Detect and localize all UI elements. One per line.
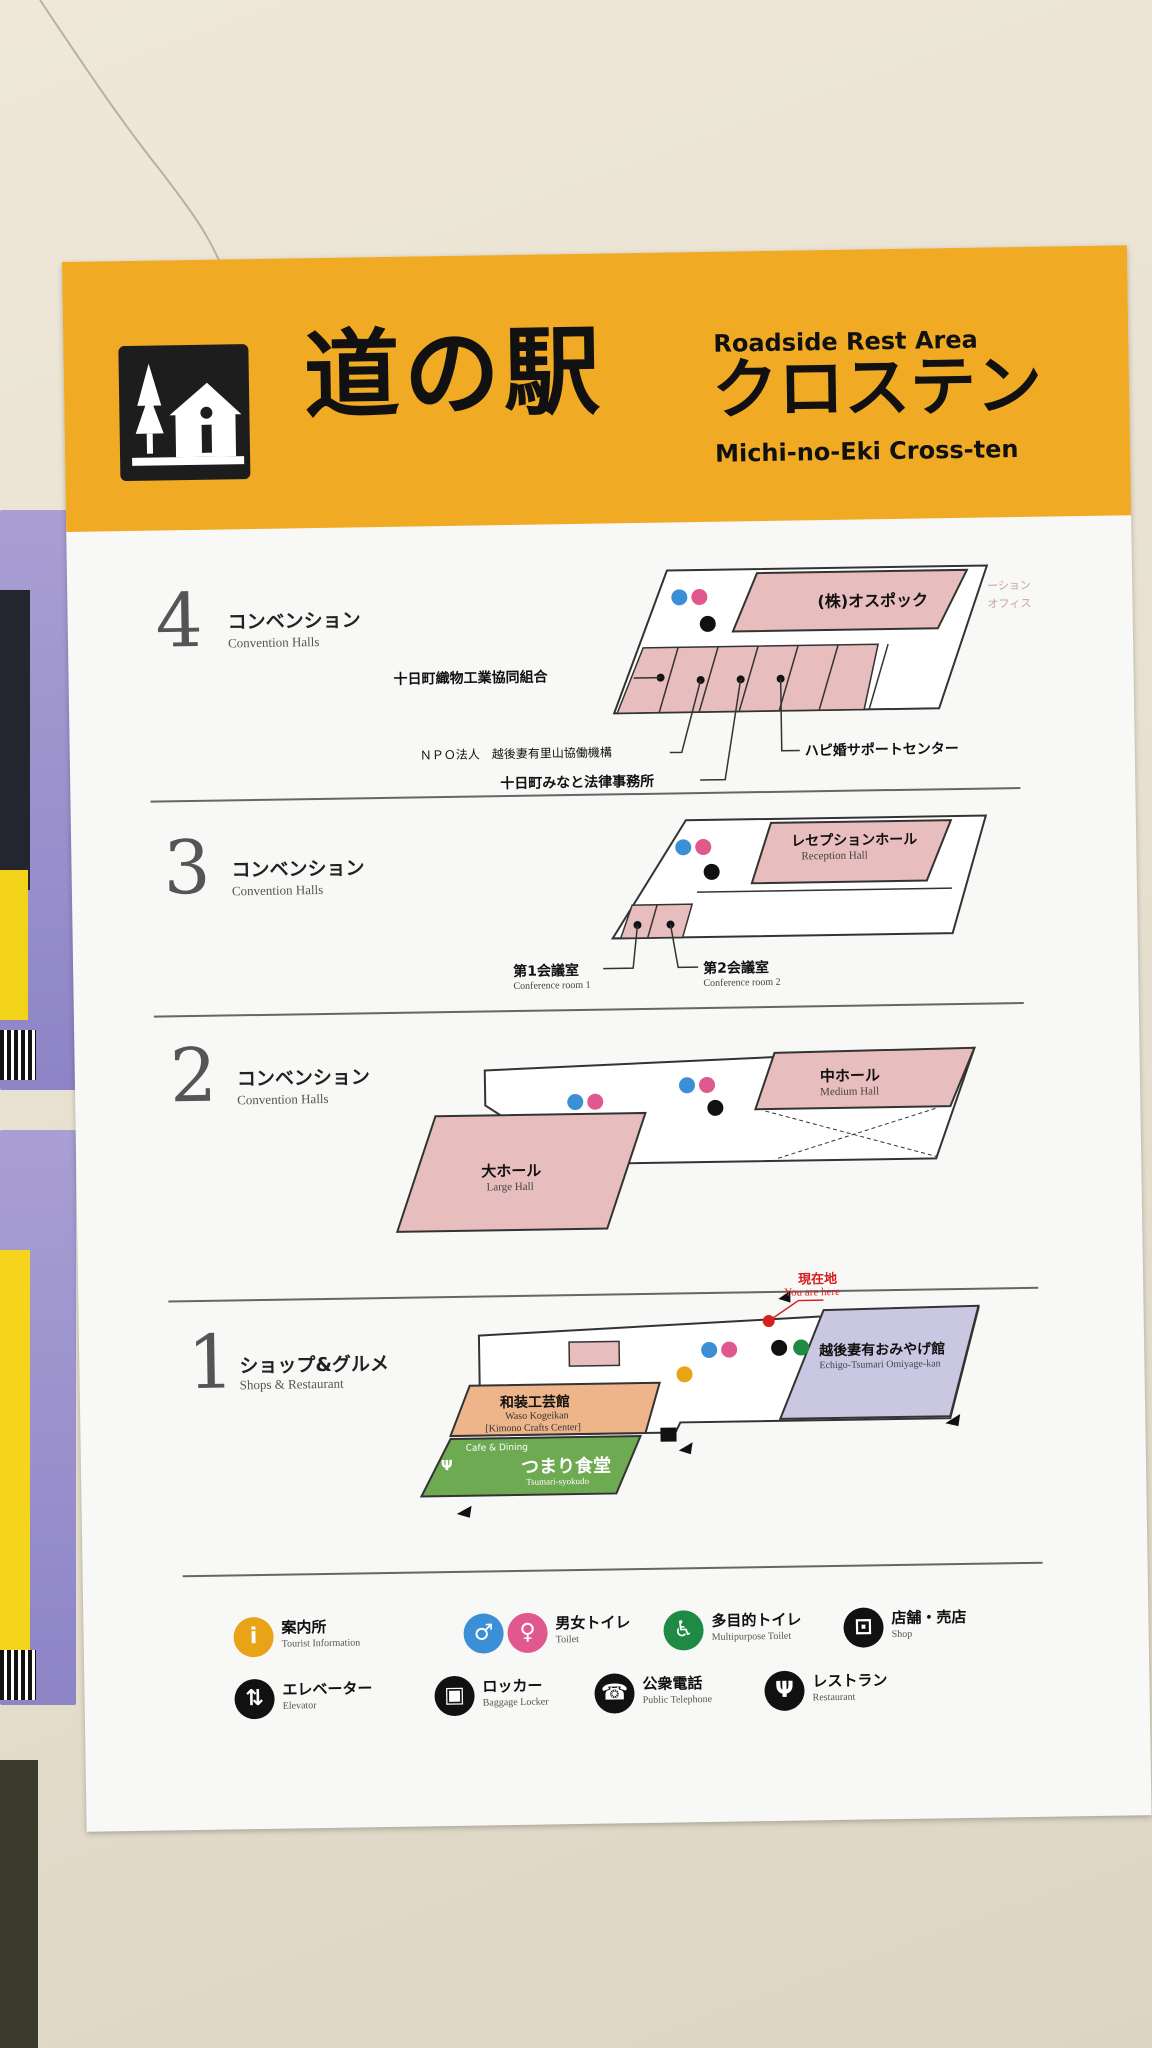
room-cafe-jp: つまり食堂 [520,1455,612,1478]
room-waso-jp: 和装工芸館 [499,1394,571,1412]
room-large-en: Large Hall [486,1180,534,1194]
legend-info-en: Tourist Information [281,1637,361,1650]
legend-restaurant-jp: レストラン [812,1671,888,1691]
floor-4-plan [612,564,989,781]
restaurant-icon: Ψ [440,1458,453,1475]
room-osupokku: (株)オスポック [817,590,929,612]
legend-shop-en: Shop [891,1628,913,1641]
legend-shop-jp: 店舗・売店 [891,1607,967,1628]
wall-crack [39,0,231,291]
room-medium-en: Medium Hall [820,1085,880,1099]
room-hapikon: ハピ婚サポートセンター [804,740,959,760]
legend-locker-en: Baggage Locker [482,1696,549,1709]
room-reception-en: Reception Hall [801,849,868,863]
legend-multi-jp: 多目的トイレ [711,1610,802,1630]
legend-phone-jp: 公衆電話 [642,1674,703,1694]
michi-no-eki-logo-icon [118,344,251,482]
poster-photo [0,590,30,890]
floor-1-plan [419,1290,980,1518]
room-office-faded: ーション オフィス [987,578,1032,611]
room-minato: 十日町みなと法律事務所 [500,773,655,793]
you-are-here-jp: 現在地 [797,1271,838,1288]
sign-header: 道の駅 Roadside Rest Area クロステン Michi-no-Ek… [62,245,1132,532]
qr-code-icon [0,1650,36,1700]
room-large-jp: 大ホール [481,1161,542,1181]
floor-2-plan [395,1046,976,1233]
legend-restaurant-en: Restaurant [812,1691,856,1704]
room-conf1-jp: 第1会議室 [513,962,580,980]
room-conf2-en: Conference room 2 [703,976,781,990]
legend-elevator-jp: エレベーター [282,1679,373,1699]
poster-yellow-band [0,870,28,1020]
legend-elevator-en: Elevator [282,1700,317,1712]
room-waso-en: Waso Kogeikan [505,1410,569,1423]
room-omiyage-en: Echigo-Tsumari Omiyage-kan [819,1358,941,1372]
room-npo: ＮＰＯ法人 越後妻有里山協働機構 [419,745,612,763]
room-conf1-en: Conference room 1 [513,979,591,992]
cafe-small-label: Cafe & Dining [465,1442,529,1454]
room-omiyage-jp: 越後妻有おみやげ館 [819,1341,946,1360]
left-poster-dark [0,1760,38,2048]
room-waso-en2: [Kimono Crafts Center] [485,1421,582,1435]
qr-code-icon [0,1030,36,1080]
left-poster-top [0,510,76,1090]
room-cafe-en: Tsumari-syokudo [526,1475,590,1487]
left-poster-bottom [0,1130,76,1705]
legend-info-jp: 案内所 [281,1618,327,1637]
you-are-here-en: You are here [784,1285,841,1299]
legend-locker-jp: ロッカー [482,1676,543,1696]
floor-plans [395,564,989,1518]
legend-multi-en: Multipurpose Toilet [711,1630,792,1643]
legend-phone-en: Public Telephone [642,1693,713,1707]
floor-3-plan [603,814,988,970]
room-medium-jp: 中ホール [819,1066,881,1086]
legend-toilet-jp: 男女トイレ [555,1613,631,1633]
poster-yellow-band [0,1250,30,1670]
floor-guide-sign: 道の駅 Roadside Rest Area クロステン Michi-no-Ek… [62,245,1152,1832]
room-reception-jp: レセプションホール [791,831,918,850]
room-orimono: 十日町織物工業協同組合 [393,669,548,688]
legend-toilet-en: Toilet [555,1634,579,1646]
room-conf2-jp: 第2会議室 [703,959,770,978]
